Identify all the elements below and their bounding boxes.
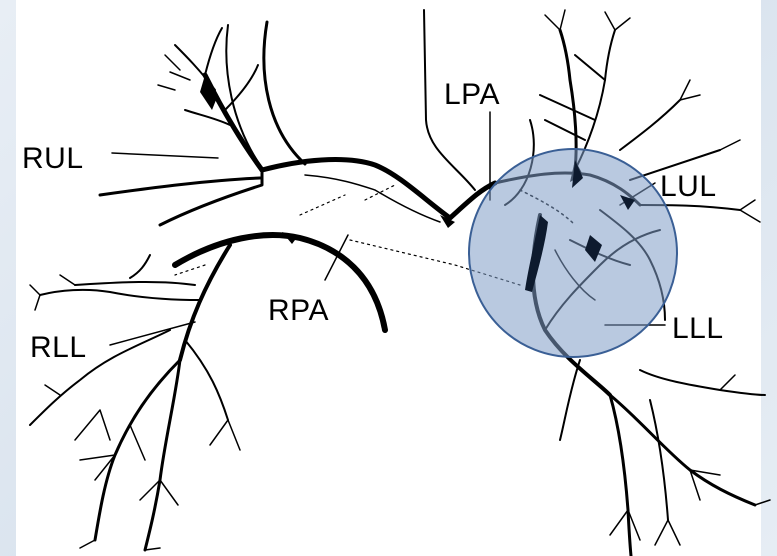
label-lpa: LPA [444,78,500,111]
label-lul: LUL [660,170,717,203]
label-rpa: RPA [268,294,329,327]
label-lll: LLL [672,312,724,345]
rll-leader [110,322,195,345]
label-rll: RLL [30,331,87,364]
rul-leader [112,153,218,158]
label-rul: RUL [22,142,84,175]
ascending-vessel [264,22,305,164]
main-pa-trunk [262,160,495,218]
